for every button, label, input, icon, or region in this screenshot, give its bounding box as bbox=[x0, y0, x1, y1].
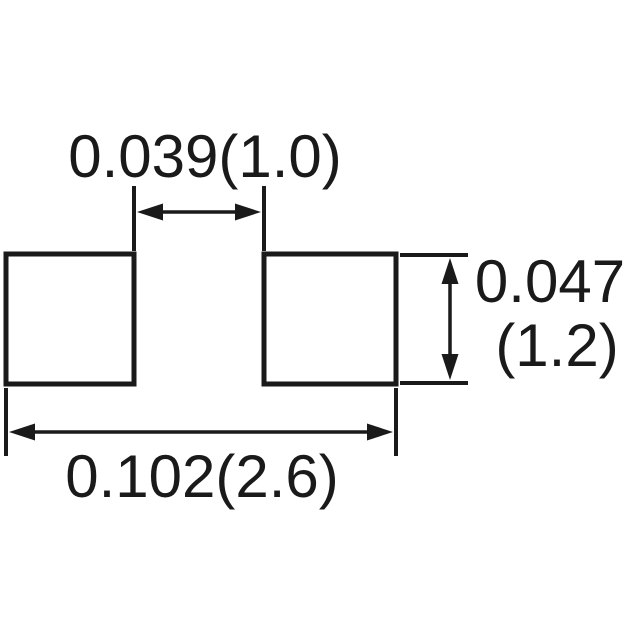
left-pad bbox=[3, 251, 137, 387]
pad-gap-label: 0.039(1.0) bbox=[68, 123, 342, 190]
pad-height-inch-label: 0.047 bbox=[475, 248, 625, 315]
right-pad bbox=[261, 251, 399, 387]
height-arrowhead-bottom-icon bbox=[441, 354, 459, 380]
width-arrowhead-left-icon bbox=[9, 423, 35, 441]
gap-arrowhead-left-icon bbox=[137, 203, 163, 221]
total-width-label: 0.102(2.6) bbox=[65, 443, 339, 510]
diagram-labels: 0.039(1.0) 0.047 (1.2) 0.102(2.6) bbox=[65, 123, 625, 510]
height-arrowhead-top-icon bbox=[441, 258, 459, 284]
diagram-linework bbox=[3, 186, 468, 456]
pad-height-mm-label: (1.2) bbox=[495, 312, 618, 379]
gap-arrowhead-right-icon bbox=[235, 203, 261, 221]
diagram-arrowheads bbox=[9, 203, 459, 441]
width-arrowhead-right-icon bbox=[367, 423, 393, 441]
